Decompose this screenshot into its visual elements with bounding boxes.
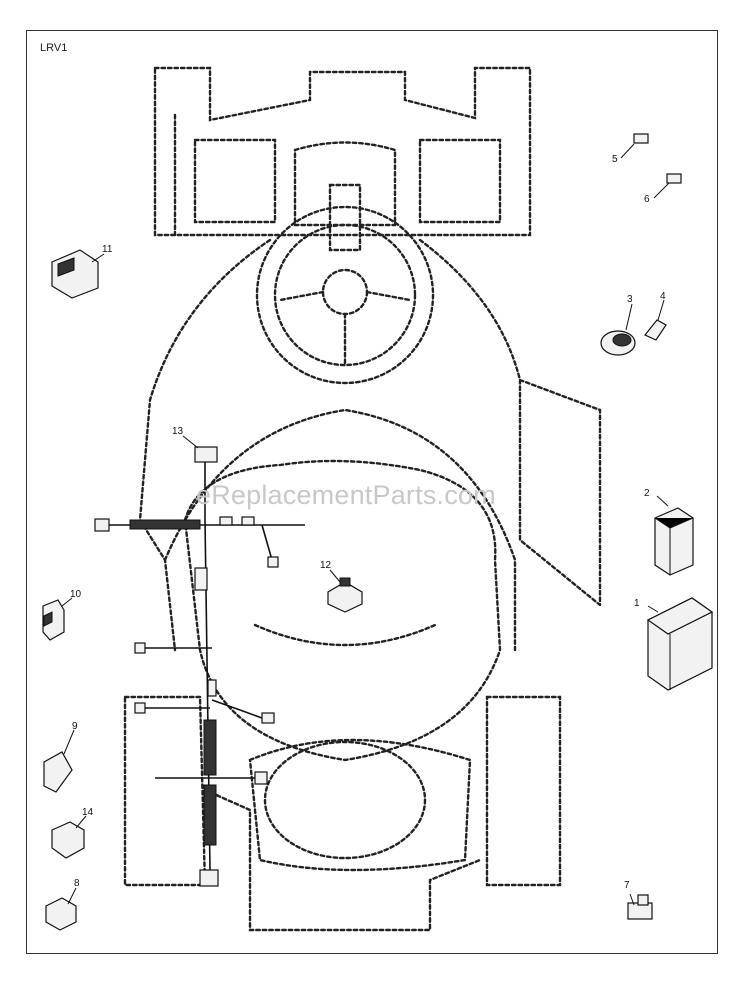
part-switch-9 xyxy=(43,751,73,793)
callout-3: 3 xyxy=(627,294,633,305)
diagram-frame xyxy=(26,30,718,954)
callout-12: 12 xyxy=(320,560,332,571)
wiring-harness xyxy=(94,455,305,887)
diagram-code: LRV1 xyxy=(40,42,68,54)
callout-numbers: 1 2 3 4 5 6 7 8 9 10 11 12 13 14 xyxy=(70,154,666,891)
part-switch-7 xyxy=(627,894,653,920)
part-switch-12 xyxy=(327,577,363,613)
part-switch-10 xyxy=(42,599,65,641)
part-fuse-5 xyxy=(633,133,649,144)
part-relay-8 xyxy=(45,897,77,931)
callout-5: 5 xyxy=(612,154,618,165)
callout-9: 9 xyxy=(72,721,78,732)
part-ignition-switch xyxy=(600,330,636,356)
watermark: eReplacementParts.com xyxy=(196,480,496,510)
callout-10: 10 xyxy=(70,589,82,600)
callout-14: 14 xyxy=(82,807,94,818)
part-fuse-6 xyxy=(666,173,682,184)
part-battery-box xyxy=(654,507,694,576)
callout-6: 6 xyxy=(644,194,650,205)
part-battery xyxy=(646,597,714,691)
callout-1: 1 xyxy=(634,598,640,609)
part-key xyxy=(644,319,667,341)
part-connector-13 xyxy=(194,446,218,463)
callout-8: 8 xyxy=(74,878,80,889)
callout-leaders xyxy=(61,143,670,906)
part-switch-11 xyxy=(51,249,99,299)
callout-7: 7 xyxy=(624,880,630,891)
part-relay-14 xyxy=(51,821,85,859)
callout-2: 2 xyxy=(644,488,650,499)
callout-4: 4 xyxy=(660,291,666,302)
tractor-outline xyxy=(123,66,602,932)
callout-11: 11 xyxy=(102,244,113,255)
callout-13: 13 xyxy=(172,426,184,437)
